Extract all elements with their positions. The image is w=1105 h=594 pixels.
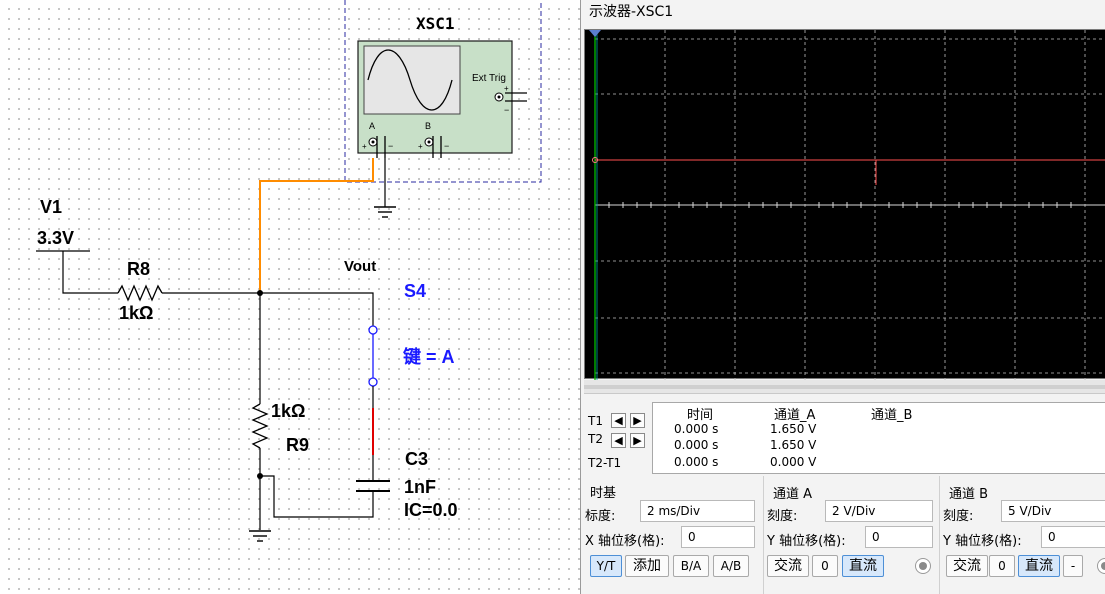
t1-channel-a-value: 1.650 V: [770, 422, 817, 436]
scope-horizontal-scrollbar[interactable]: [584, 380, 1105, 394]
t1-right-arrow-icon[interactable]: ▶: [630, 413, 645, 428]
t2-right-arrow-icon[interactable]: ▶: [630, 433, 645, 448]
probe-wire-a[interactable]: [259, 158, 374, 293]
oscilloscope-symbol[interactable]: + − + − + −: [357, 40, 527, 158]
channel-a-ypos-label: Y 轴位移(格):: [767, 534, 846, 549]
wire-r8-node[interactable]: [162, 292, 374, 326]
yt-mode-button[interactable]: Y/T: [590, 555, 622, 577]
r8-name-label: R8: [127, 259, 151, 279]
selection-frame: [344, 0, 542, 183]
ground-symbol: [249, 530, 271, 542]
scope-sine-icon: [367, 49, 453, 111]
channel-a-scale-input[interactable]: 2 V/Div: [825, 500, 933, 522]
r9-resistor[interactable]: [251, 403, 269, 449]
r8-value-label: 1kΩ: [119, 303, 154, 323]
channel-b-trace-toggle[interactable]: [1097, 558, 1105, 574]
wire-v1-r8[interactable]: [62, 251, 118, 294]
cursor-table: 时间 通道_A 通道_B 0.000 s 1.650 V 0.000 s 1.6…: [652, 402, 1105, 474]
channel-a-ac-button[interactable]: 交流: [767, 555, 809, 577]
t2-left-arrow-icon[interactable]: ◀: [611, 433, 626, 448]
ba-mode-button[interactable]: B/A: [673, 555, 709, 577]
channel-b-minus-button[interactable]: -: [1063, 555, 1083, 577]
channel-a-scale-label: 刻度:: [767, 509, 798, 524]
c3-name-label: C3: [405, 449, 429, 469]
timebase-xpos-input[interactable]: 0: [681, 526, 755, 548]
svg-text:−: −: [444, 141, 449, 151]
t2-t1-label: T2-T1: [588, 456, 622, 470]
channel-b-title: 通道 B: [949, 487, 989, 502]
header-time: 时间: [687, 408, 714, 423]
channel-b-terminal-label: B: [425, 121, 432, 131]
scope-grid: [589, 30, 1105, 380]
timebase-xpos-label: X 轴位移(格):: [585, 534, 665, 549]
window-title: 示波器-XSC1: [589, 4, 674, 20]
svg-text:−: −: [504, 105, 509, 115]
schematic-canvas[interactable]: + − + − + −: [0, 0, 580, 594]
t1-label: T1: [588, 414, 603, 428]
section-divider-2: [939, 476, 940, 594]
timebase-scale-label: 标度:: [585, 509, 616, 524]
svg-text:+: +: [418, 142, 423, 151]
channel-b-scale-label: 刻度:: [943, 509, 974, 524]
v1-value-label: 3.3V: [37, 228, 75, 248]
channel-a-dc-button[interactable]: 直流: [842, 555, 884, 577]
scrollbar-thumb[interactable]: [584, 385, 1105, 389]
t2-t1-channel-a-value: 0.000 V: [770, 455, 817, 469]
channel-b-dc-button[interactable]: 直流: [1018, 555, 1060, 577]
capacitor-c3[interactable]: [356, 480, 390, 492]
t2-label: T2: [588, 432, 603, 446]
channel-b-zero-button[interactable]: 0: [989, 555, 1015, 577]
add-mode-button[interactable]: 添加: [625, 555, 669, 577]
channel-a-trace-toggle[interactable]: [915, 558, 931, 574]
channel-b-scale-input[interactable]: 5 V/Div: [1001, 500, 1105, 522]
header-channel-a: 通道_A: [774, 408, 816, 423]
channel-a-marker-icon: [592, 157, 598, 163]
channel-b-ypos-label: Y 轴位移(格):: [943, 534, 1022, 549]
c3-ic-label: IC=0.0: [404, 500, 458, 520]
channel-b-ac-button[interactable]: 交流: [946, 555, 988, 577]
t2-time-value: 0.000 s: [674, 438, 719, 452]
svg-text:+: +: [362, 142, 367, 151]
wire-ground-c3[interactable]: [260, 475, 374, 518]
header-channel-b: 通道_B: [871, 408, 913, 423]
t1-left-arrow-icon[interactable]: ◀: [611, 413, 626, 428]
timebase-scale-input[interactable]: 2 ms/Div: [640, 500, 755, 522]
ab-mode-button[interactable]: A/B: [713, 555, 749, 577]
ext-trig-label: Ext Trig: [472, 73, 506, 84]
scope-display[interactable]: [584, 29, 1105, 380]
s4-key-label: 键 = A: [403, 347, 455, 367]
channel-a-ypos-input[interactable]: 0: [865, 526, 933, 548]
svg-text:−: −: [388, 141, 393, 151]
timebase-title: 时基: [590, 486, 617, 501]
channel-b-ypos-input[interactable]: 0: [1041, 526, 1105, 548]
t1-time-value: 0.000 s: [674, 422, 719, 436]
t2-t1-time-value: 0.000 s: [674, 455, 719, 469]
channel-a-title: 通道 A: [773, 487, 813, 502]
scope-name-label: XSC1: [416, 14, 455, 33]
schematic-drawing: + − + − + −: [36, 0, 542, 542]
section-divider-1: [763, 476, 764, 594]
scope-ground-symbol: [374, 158, 396, 218]
s4-name-label: S4: [404, 281, 427, 301]
switch-s4[interactable]: [368, 325, 378, 387]
r9-value-label: 1kΩ: [271, 401, 306, 421]
t2-channel-a-value: 1.650 V: [770, 438, 817, 452]
oscilloscope-window[interactable]: 示波器-XSC1: [580, 0, 1105, 594]
vout-net-label: Vout: [344, 258, 377, 275]
r8-resistor[interactable]: [117, 284, 163, 302]
cursor-marker-icon: [589, 30, 601, 37]
r9-name-label: R9: [286, 435, 310, 455]
channel-a-zero-button[interactable]: 0: [812, 555, 838, 577]
cursor-readout-panel: T1 ◀ ▶ T2 ◀ ▶ T2-T1 时间 通道_A 通道_B 0.000 s…: [584, 402, 1105, 476]
c3-value-label: 1nF: [404, 477, 437, 497]
v1-name-label: V1: [40, 197, 63, 217]
channel-a-terminal-label: A: [369, 121, 376, 131]
svg-text:+: +: [504, 84, 509, 93]
